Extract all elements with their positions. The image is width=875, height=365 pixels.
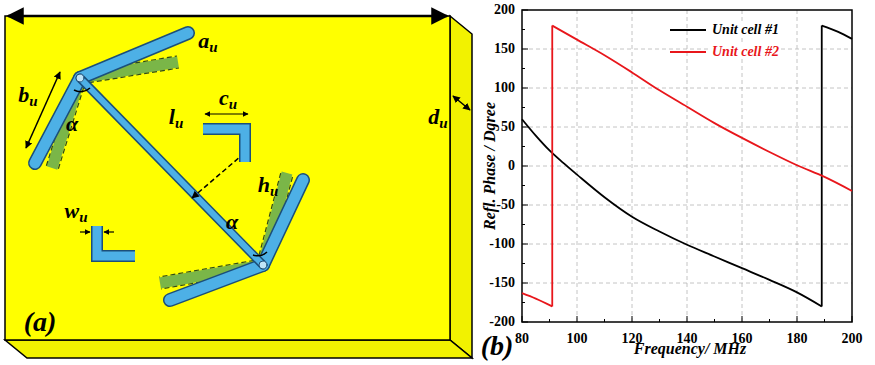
curve-unit-cell-1-wrap bbox=[821, 26, 823, 307]
curve-unit-cell-2 bbox=[522, 293, 552, 306]
y-tick-label: -150 bbox=[489, 276, 515, 290]
dimension-label: wu bbox=[64, 200, 87, 225]
y-tick-label: -200 bbox=[489, 315, 515, 329]
dimension-label: cu bbox=[219, 87, 237, 112]
dimension-label: hu bbox=[258, 174, 279, 199]
panel-label: (b) bbox=[481, 332, 514, 360]
curve-unit-cell-2-wrap bbox=[551, 26, 553, 307]
panel-label: (a) bbox=[24, 308, 57, 336]
x-tick-label: 200 bbox=[842, 332, 863, 346]
y-axis-title: Refl. Phase / Dgree bbox=[482, 102, 498, 230]
legend-sample bbox=[670, 29, 706, 31]
plot-frame bbox=[522, 10, 852, 322]
x-tick-label: 180 bbox=[787, 332, 808, 346]
substrate-block bbox=[5, 16, 472, 358]
y-tick-label: 50 bbox=[501, 120, 515, 134]
y-tick-label: 200 bbox=[494, 3, 515, 17]
b-dimension bbox=[26, 72, 60, 148]
w-icon bbox=[80, 226, 135, 256]
x-tick-label: 100 bbox=[567, 332, 588, 346]
dimension-label: bu bbox=[18, 84, 37, 109]
angle-arcs bbox=[74, 88, 267, 256]
legend-label: Unit cell #2 bbox=[710, 45, 781, 59]
dimension-label: du bbox=[428, 106, 447, 131]
x-axis-title: Frequency/ MHz bbox=[634, 341, 746, 357]
curve-unit-cell-2 bbox=[552, 26, 852, 191]
angle-label: α bbox=[226, 211, 238, 233]
dimension-label: lu bbox=[169, 106, 183, 131]
angle-label: α bbox=[66, 113, 78, 135]
c-icon bbox=[203, 114, 248, 162]
dipole bbox=[35, 33, 303, 300]
y-tick-label: 150 bbox=[494, 42, 515, 56]
y-tick-label: 100 bbox=[494, 81, 515, 95]
legend-label: Unit cell #1 bbox=[710, 23, 781, 37]
y-tick-label: -100 bbox=[489, 237, 515, 251]
width-arrow bbox=[8, 15, 447, 18]
dimension-label: au bbox=[198, 30, 217, 55]
axis-ticks bbox=[522, 10, 852, 322]
y-tick-label: -50 bbox=[496, 198, 515, 212]
depth-arrow bbox=[453, 96, 470, 110]
curve-unit-cell-1 bbox=[522, 119, 822, 306]
y-tick-label: 0 bbox=[508, 159, 515, 173]
grid bbox=[522, 10, 852, 322]
legend-sample bbox=[670, 51, 706, 53]
x-tick-label: 80 bbox=[515, 332, 529, 346]
rotated-arms bbox=[46, 56, 293, 289]
curve-unit-cell-1 bbox=[822, 26, 852, 39]
